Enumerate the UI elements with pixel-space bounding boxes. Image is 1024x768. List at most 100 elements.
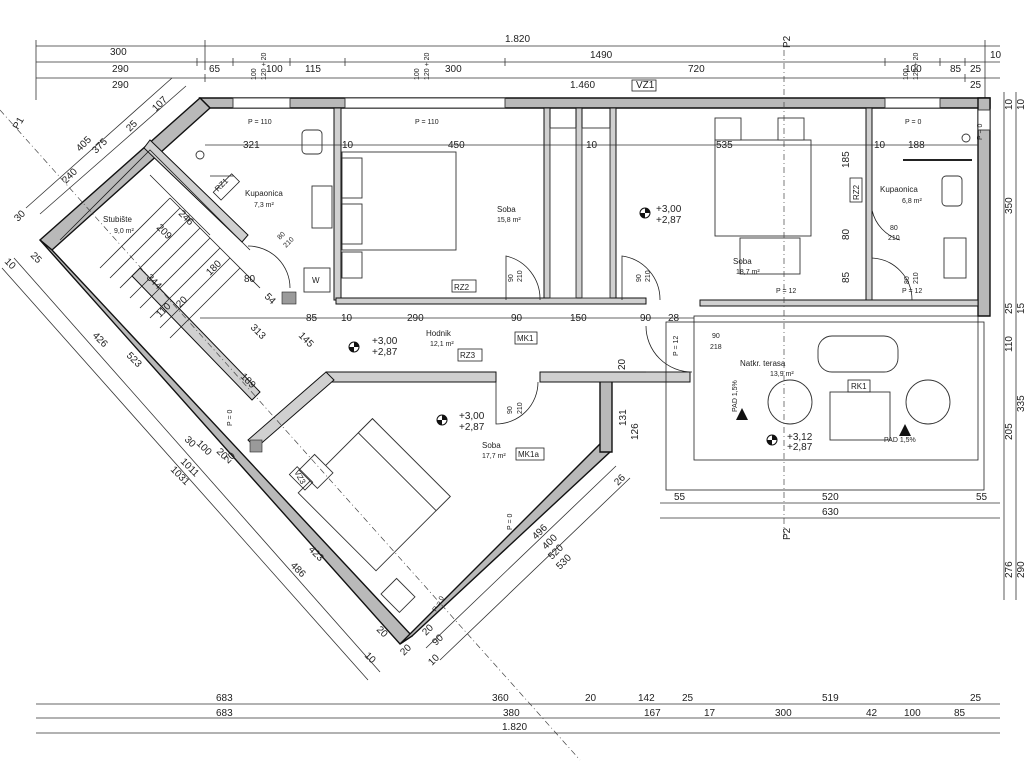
dim-top-290-a: 290 bbox=[112, 64, 129, 75]
svg-text:20: 20 bbox=[617, 358, 628, 370]
svg-text:486: 486 bbox=[288, 560, 308, 580]
svg-text:90: 90 bbox=[508, 274, 515, 282]
level-marker-bedroom-3: +3,00 +2,87 bbox=[436, 411, 485, 433]
svg-text:290: 290 bbox=[407, 313, 424, 324]
svg-text:+2,87: +2,87 bbox=[372, 347, 398, 358]
svg-text:290: 290 bbox=[1016, 561, 1024, 578]
svg-text:P = 110: P = 110 bbox=[248, 119, 272, 126]
bed-room-2 bbox=[714, 139, 812, 237]
room-terrace-name: Natkr. terasa bbox=[740, 359, 786, 368]
dim-top-1460: 1.460 bbox=[570, 80, 595, 91]
svg-text:+2,87: +2,87 bbox=[787, 442, 813, 453]
dim-top-720: 720 bbox=[688, 64, 705, 75]
svg-text:20: 20 bbox=[585, 693, 597, 704]
svg-text:80: 80 bbox=[890, 225, 898, 232]
svg-text:10: 10 bbox=[2, 256, 18, 272]
dim-win2-w: 100 bbox=[414, 68, 421, 80]
svg-text:+3,00: +3,00 bbox=[372, 336, 398, 347]
room-hallway-name: Hodnik bbox=[426, 329, 452, 338]
svg-text:26: 26 bbox=[612, 472, 628, 488]
room-bathroom-1-area: 7,3 m² bbox=[254, 202, 275, 209]
svg-text:126: 126 bbox=[630, 423, 641, 440]
svg-text:20: 20 bbox=[398, 642, 414, 658]
svg-text:10: 10 bbox=[342, 140, 354, 151]
room-labels: Kupaonica 7,3 m² Stubište 9,0 m² Soba 15… bbox=[103, 185, 923, 460]
svg-text:80: 80 bbox=[904, 276, 911, 284]
svg-text:28: 28 bbox=[668, 313, 680, 324]
dim-win1-w: 100 bbox=[251, 68, 258, 80]
svg-text:107: 107 bbox=[150, 94, 170, 114]
section-p1: P1 bbox=[11, 115, 27, 131]
svg-text:350: 350 bbox=[1004, 197, 1015, 214]
svg-text:150: 150 bbox=[570, 313, 587, 324]
svg-text:1.820: 1.820 bbox=[502, 722, 527, 733]
svg-text:100: 100 bbox=[904, 708, 921, 719]
room-terrace-area: 13,9 m² bbox=[770, 371, 794, 378]
dim-top-25-a: 25 bbox=[970, 64, 982, 75]
section-p2-top: P2 bbox=[782, 35, 793, 48]
level-marker-terrace: +3,12 +2,87 bbox=[766, 432, 813, 453]
svg-text:42: 42 bbox=[866, 708, 878, 719]
svg-text:54: 54 bbox=[262, 291, 278, 307]
dim-top-100-a: 100 bbox=[266, 64, 283, 75]
svg-text:405: 405 bbox=[74, 134, 94, 154]
terrace-slopes: PAD 1,5% PAD 1,5% bbox=[732, 380, 916, 444]
svg-text:85: 85 bbox=[954, 708, 966, 719]
tag-vz1: VZ1 bbox=[636, 80, 655, 91]
svg-text:80: 80 bbox=[841, 228, 852, 240]
tag-rz1: RZ1 bbox=[213, 176, 230, 193]
dim-top-300-b: 300 bbox=[445, 64, 462, 75]
svg-text:25: 25 bbox=[970, 693, 982, 704]
svg-text:+3,12: +3,12 bbox=[787, 432, 813, 443]
svg-text:313: 313 bbox=[248, 322, 268, 342]
dim-top-290-b: 290 bbox=[112, 80, 129, 91]
svg-text:90: 90 bbox=[636, 274, 643, 282]
staircase bbox=[59, 149, 261, 339]
svg-text:P = 0: P = 0 bbox=[227, 409, 234, 426]
svg-text:30: 30 bbox=[182, 434, 198, 450]
svg-text:205: 205 bbox=[1004, 423, 1015, 440]
svg-text:55: 55 bbox=[976, 492, 988, 503]
svg-text:110: 110 bbox=[1004, 336, 1015, 352]
svg-text:210: 210 bbox=[913, 272, 920, 284]
svg-text:25: 25 bbox=[124, 118, 140, 134]
furniture: W bbox=[195, 117, 972, 614]
dim-top-300: 300 bbox=[110, 47, 127, 58]
dim-top-10: 10 bbox=[990, 50, 1002, 61]
svg-text:90: 90 bbox=[712, 333, 720, 340]
level-markers: +3,00 +2,87 +3,00 +2,87 +3,00 +2,87 +3,1… bbox=[348, 204, 813, 453]
svg-text:PAD 1,5%: PAD 1,5% bbox=[732, 380, 739, 412]
svg-text:450: 450 bbox=[448, 140, 465, 151]
room-bedroom-3-area: 17,7 m² bbox=[482, 453, 506, 460]
svg-text:535: 535 bbox=[716, 140, 733, 151]
dim-win1-h: 120 + 20 bbox=[261, 52, 268, 80]
room-bathroom-2-name: Kupaonica bbox=[880, 185, 918, 194]
room-bedroom-3-name: Soba bbox=[482, 441, 501, 450]
svg-text:90: 90 bbox=[640, 313, 652, 324]
svg-text:209: 209 bbox=[154, 222, 174, 242]
svg-text:25: 25 bbox=[28, 250, 44, 266]
svg-text:519: 519 bbox=[822, 693, 839, 704]
svg-text:210: 210 bbox=[517, 270, 524, 282]
svg-text:630: 630 bbox=[822, 507, 839, 518]
section-p2-bottom: P2 bbox=[782, 527, 793, 540]
room-bedroom-1-area: 15,8 m² bbox=[497, 217, 521, 224]
room-bedroom-1-name: Soba bbox=[497, 205, 516, 214]
tag-rz2-b: RZ2 bbox=[852, 184, 861, 200]
svg-text:360: 360 bbox=[492, 693, 509, 704]
svg-text:10: 10 bbox=[874, 140, 886, 151]
terrace-dimensions: 55 520 55 630 bbox=[660, 492, 1000, 519]
door-labels: 90 210 90 210 80 210 80 210 80 210 90 21… bbox=[276, 225, 920, 414]
door-swings bbox=[210, 175, 913, 425]
bottom-dimension-chains: 683 360 20 142 25 519 25 683 380 167 17 … bbox=[36, 693, 1000, 734]
dim-top-1490: 1490 bbox=[590, 50, 613, 61]
svg-text:P = 0: P = 0 bbox=[977, 123, 984, 140]
svg-text:PAD 1,5%: PAD 1,5% bbox=[884, 437, 916, 444]
svg-text:15: 15 bbox=[1016, 302, 1024, 314]
svg-text:335: 335 bbox=[1016, 395, 1024, 412]
svg-text:185: 185 bbox=[841, 151, 852, 168]
svg-text:246: 246 bbox=[176, 208, 196, 228]
svg-text:P = 12: P = 12 bbox=[776, 288, 796, 295]
svg-text:10: 10 bbox=[362, 650, 378, 666]
dim-top-25-b: 25 bbox=[970, 80, 982, 91]
